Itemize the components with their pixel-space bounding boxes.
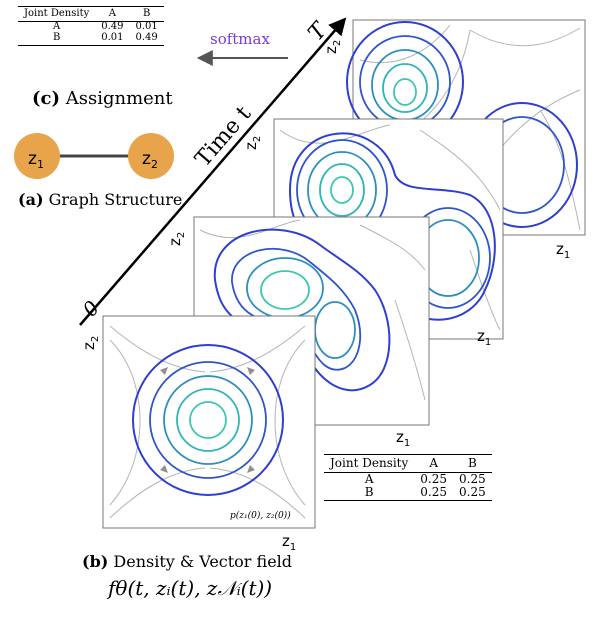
table-row: B 0.01 0.49 xyxy=(18,32,164,46)
table-header: B xyxy=(129,6,164,22)
node-circle xyxy=(14,133,60,179)
axis-label-x: z1 xyxy=(396,428,410,449)
table-cell: 0.25 xyxy=(414,485,454,502)
table-header: A xyxy=(95,6,130,22)
graph-node-z2: z2 xyxy=(128,133,174,179)
table-header: A xyxy=(414,454,454,473)
table-row: A 0.49 0.01 xyxy=(18,21,164,33)
panel-time-0: p(z₁(0), z₂(0)) z2 z1 z1 xyxy=(80,315,410,553)
table-cell: B xyxy=(324,485,415,502)
table-header: B xyxy=(453,454,492,473)
axis-label-y: z2 xyxy=(242,136,263,150)
time-axis-label: Time t xyxy=(191,102,257,172)
caption-assignment: (c) Assignment xyxy=(32,88,173,109)
table-header: Joint Density xyxy=(18,6,96,22)
node-circle xyxy=(128,133,174,179)
final-density-table: Joint Density A B A 0.25 0.25 B 0.25 0.2… xyxy=(324,454,492,502)
axis-label-x: z1 xyxy=(282,532,296,553)
table-row: A 0.25 0.25 xyxy=(324,473,492,486)
table-cell: A xyxy=(364,472,374,486)
table-cell: 0.01 xyxy=(135,21,158,32)
axis-label-y: z2 xyxy=(80,336,101,350)
table-cell: 0.49 xyxy=(129,32,164,46)
axis-label-x: z1 xyxy=(477,327,491,348)
graph-node-z1: z1 xyxy=(14,133,60,179)
caption-density-vector-field: (b) Density & Vector field xyxy=(82,552,293,571)
axis-label-y: z2 xyxy=(322,40,343,54)
table-cell: 0.25 xyxy=(420,472,448,486)
time-axis-arrow xyxy=(79,17,347,326)
softmax-label: softmax xyxy=(210,30,270,48)
table-cell: 0.01 xyxy=(95,32,130,46)
table-cell: 0.25 xyxy=(453,485,492,502)
assignment-table: Joint Density A B A 0.49 0.01 B 0.01 0.4… xyxy=(18,6,164,46)
front-panel-label: p(z₁(0), z₂(0)) xyxy=(230,510,291,521)
time-axis-start: 0 xyxy=(78,296,105,322)
table-cell: B xyxy=(18,32,96,46)
time-axis-end: T xyxy=(304,17,334,46)
axis-label-x: z1 xyxy=(556,240,570,261)
caption-graph-structure: (a) Graph Structure xyxy=(18,190,183,209)
table-row: B 0.25 0.25 xyxy=(324,485,492,502)
formula: fθ(t, zᵢ(t), z𝒩ᵢ(t)) xyxy=(108,576,273,600)
table-cell: 0.49 xyxy=(101,21,124,32)
node-label: z1 xyxy=(28,149,44,171)
table-cell: A xyxy=(53,21,61,32)
table-header: Joint Density xyxy=(324,454,415,473)
axis-label-y: z2 xyxy=(166,232,187,246)
node-label: z2 xyxy=(142,149,158,171)
table-cell: 0.25 xyxy=(459,472,486,486)
